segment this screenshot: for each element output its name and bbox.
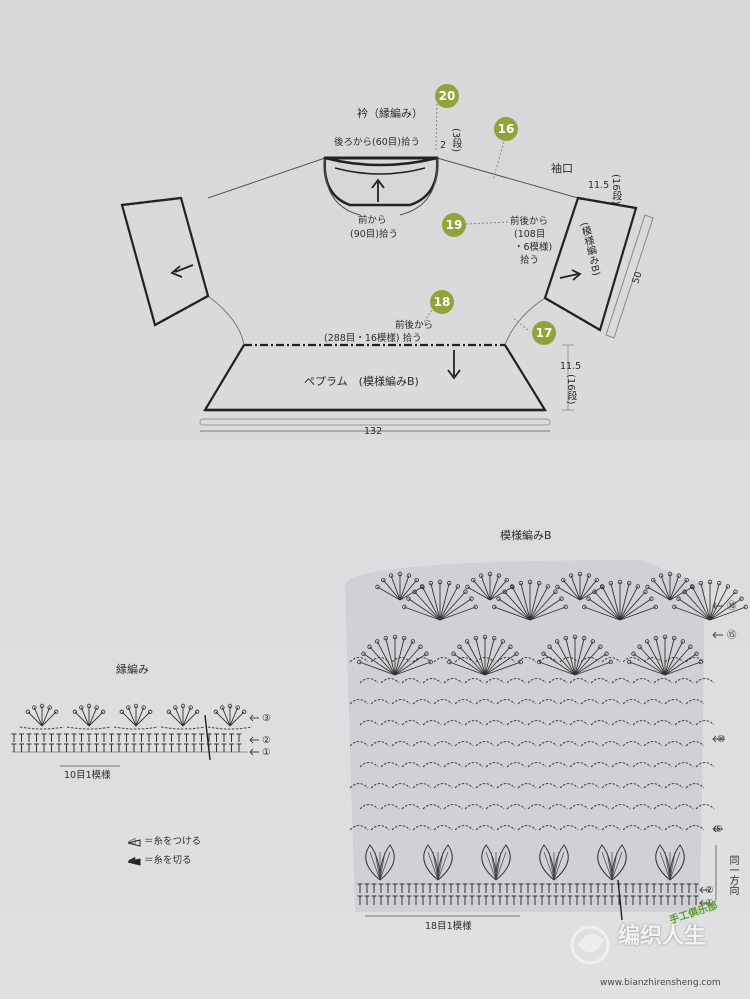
pattern-b-row-10: ⑩	[717, 734, 726, 745]
sleeve-pickup-line3: ・6模様)	[514, 242, 553, 253]
watermark-url: www.bianzhirensheng.com	[600, 978, 721, 988]
legend-attach-symbol: ◁	[128, 836, 136, 847]
pattern-b-direction: 同一方向	[727, 855, 738, 895]
waist-pickup-line1: 前後から	[395, 320, 434, 331]
sleeve-pickup-line2: (108目	[514, 229, 546, 240]
cuff-rows-num: 11.5	[588, 180, 610, 191]
step-badge-18: 18	[430, 290, 454, 314]
row-arrow	[249, 736, 259, 744]
step-badge-17: 17	[532, 321, 556, 345]
peplum-label: ペプラム (模様編みB)	[304, 375, 419, 388]
collar-rows-unit: (3段)	[450, 128, 461, 153]
pattern-b-row-5: ⑤	[714, 824, 723, 835]
pattern-b-row-15: ⑮	[727, 630, 737, 641]
cuff-rows-unit: (16段)	[610, 174, 621, 205]
step-badge-16: 16	[494, 117, 518, 141]
row-arrow	[712, 825, 723, 833]
pattern-b-row-2: ②	[705, 885, 714, 896]
row-arrow	[699, 899, 710, 907]
front-pickup-line1: 前から	[358, 215, 387, 226]
pattern-b-title: 模様編みB	[500, 529, 552, 542]
legend-cut-text: ＝糸を切る	[144, 855, 192, 866]
row-arrow	[712, 602, 723, 610]
legend-attach-icon	[127, 839, 141, 847]
width-total-label: 132	[364, 426, 383, 437]
pattern-b-repeat: 18目1模様	[425, 921, 472, 932]
collar-title: 衿（縁編み）	[357, 107, 423, 120]
legend-cut-symbol: ◀	[128, 855, 136, 866]
pattern-b-row-16: ⑯	[727, 601, 737, 612]
step-badge-20: 20	[435, 84, 459, 108]
edging-yarn-line	[204, 714, 211, 761]
collar-rows-num: 2	[440, 140, 447, 151]
row-arrow	[712, 735, 723, 743]
step-badge-19: 19	[442, 213, 466, 237]
row-arrow	[249, 748, 259, 756]
waist-pickup-line2: (288目・16模様) 拾う	[324, 333, 422, 344]
edging-row-2: ②	[262, 735, 271, 746]
sleeve-pickup-line4: 拾う	[520, 255, 540, 266]
pattern-b-shaded-area	[345, 560, 705, 912]
row-arrow	[712, 631, 723, 639]
peplum-rows-num: 11.5	[560, 361, 582, 372]
front-pickup-line2: (90目)拾う	[350, 229, 399, 240]
cuff-title: 袖口	[551, 162, 573, 175]
peplum-rows-unit: (16段)	[565, 374, 576, 405]
legend-cut-icon	[127, 858, 141, 866]
edging-title: 縁編み	[116, 663, 149, 676]
edging-repeat: 10目1模様	[64, 770, 111, 781]
edging-row-1: ①	[262, 747, 271, 758]
sleeve-pickup-line1: 前後から	[510, 216, 549, 227]
row-arrow	[699, 886, 710, 894]
legend-attach-text: ＝糸をつける	[144, 836, 202, 847]
row-arrow	[249, 714, 259, 722]
pattern-b-yarn-line	[617, 879, 623, 921]
edging-row-3: ③	[262, 713, 271, 724]
back-pickup-label: 後ろから(60目)拾う	[334, 137, 421, 148]
watermark-brand: 编织人生	[618, 924, 707, 949]
pattern-b-row-1: ①	[705, 898, 714, 909]
